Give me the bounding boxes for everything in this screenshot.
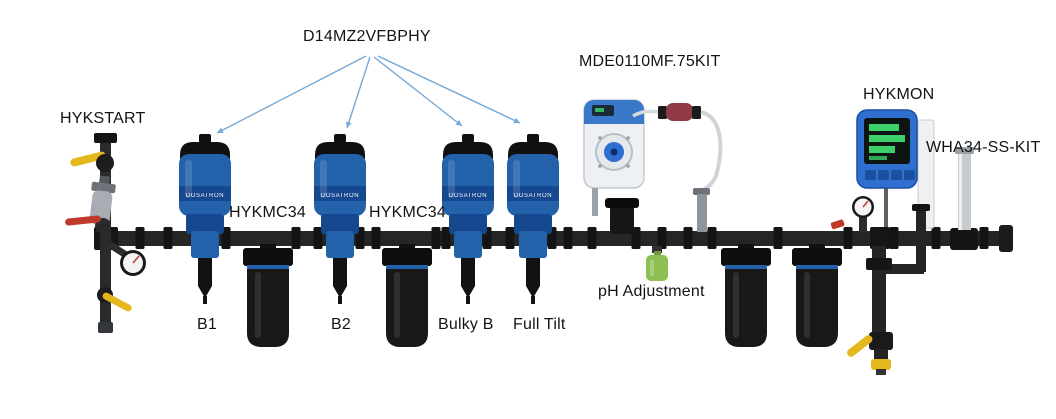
- pump-brand-text: DOSATRON: [186, 193, 224, 199]
- drain-cap: [871, 359, 891, 370]
- arrow-to-pump-bulky-b: [373, 56, 463, 127]
- monitor-probe: [884, 186, 888, 228]
- label-hykmon: HYKMON: [863, 86, 935, 103]
- mde-dosing-pump: [583, 99, 645, 216]
- d14-callout-arrows: [216, 55, 521, 134]
- label-pump-b2: B2: [331, 316, 351, 333]
- dosing-pump-bulky-b: [442, 134, 494, 304]
- filter-housing-4: [792, 244, 842, 347]
- label-wha-kit: WHA34-SS-KIT: [926, 139, 1041, 156]
- label-hykstart: HYKSTART: [60, 110, 146, 127]
- label-pump-full-tilt: Full Tilt: [513, 316, 566, 333]
- pipe-end-cap: [999, 225, 1013, 252]
- tee-cap: [605, 198, 639, 208]
- ph-injection-point: [605, 198, 668, 281]
- mde-discharge-tube: [632, 109, 660, 118]
- wha-sample-port: [950, 147, 978, 250]
- inlet-filter: [89, 175, 116, 226]
- label-pump-b1: B1: [197, 316, 217, 333]
- dosing-pump-b1: [179, 134, 231, 304]
- arrow-to-pump-full-tilt: [377, 55, 521, 124]
- arrow-to-pump-b2: [345, 56, 371, 129]
- injection-check-valve: [666, 103, 693, 121]
- injection-tube: [700, 110, 723, 192]
- pump-brand-text: DOSATRON: [321, 193, 359, 199]
- label-hykmc34-left: HYKMC34: [229, 204, 306, 221]
- inlet-valve-handle: [70, 151, 106, 167]
- label-mde-kit: MDE0110MF.75KIT: [579, 53, 721, 70]
- filter-housing-1: [243, 244, 293, 347]
- dosing-pump-b2: [314, 134, 366, 304]
- injection-downpipe: [697, 194, 707, 232]
- drain-valve-handle: [847, 335, 873, 357]
- hykmon-monitor: [856, 109, 935, 229]
- arrow-to-pump-b1: [216, 55, 367, 134]
- pipe-tee: [610, 206, 634, 234]
- filter-housing-2: [382, 244, 432, 347]
- drain-valve: [869, 332, 893, 350]
- injection-assembly: [632, 103, 723, 232]
- label-ph-adjustment: pH Adjustment: [598, 283, 705, 300]
- bypass-valve-handle: [102, 292, 132, 312]
- label-d14-pumps: D14MZ2VFBPHY: [303, 28, 431, 45]
- filter-housing-3: [721, 244, 771, 347]
- outlet-manifold: [830, 196, 930, 375]
- pump-brand-text: DOSATRON: [449, 193, 487, 199]
- mde-suction-tube: [592, 188, 598, 216]
- hykstart-assembly: [65, 133, 146, 333]
- label-pump-bulky-b: Bulky B: [438, 316, 494, 333]
- ph-solution-bottle: [646, 255, 668, 281]
- mini-red-handle: [830, 219, 845, 230]
- pump-brand-text: DOSATRON: [514, 193, 552, 199]
- inlet-lever: [65, 215, 101, 226]
- label-hykmc34-right: HYKMC34: [369, 204, 446, 221]
- dosing-pump-full-tilt: [507, 134, 559, 304]
